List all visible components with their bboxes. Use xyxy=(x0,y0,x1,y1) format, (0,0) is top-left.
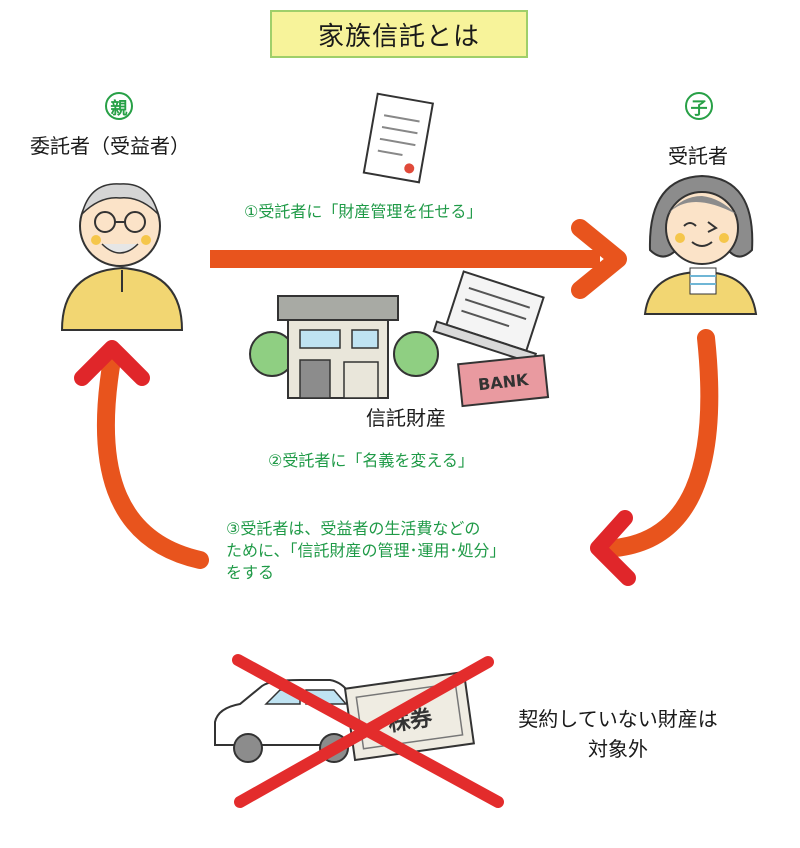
title-text: 家族信託とは xyxy=(317,21,480,52)
child-role-label: 受託者 xyxy=(668,144,728,168)
arrow-parent-to-child xyxy=(210,219,627,299)
step-3-text: ③受託者は、受益者の生活費などの ために、「信託財産の管理･運用･処分」 をする xyxy=(226,518,506,584)
parent-role-label: 委託者（受益者） xyxy=(30,134,190,158)
step-3-line-1: ③受託者は、受益者の生活費などの xyxy=(226,519,481,538)
parent-badge: 親 xyxy=(105,92,133,120)
cross-out-icon xyxy=(232,654,504,808)
document-icon xyxy=(362,92,435,184)
step-2-text: ②受託者に「名義を変える」 xyxy=(268,451,474,470)
excluded-line-2: 対象外 xyxy=(588,737,648,761)
arrow-back-to-parent xyxy=(74,340,209,569)
laptop-icon xyxy=(432,270,545,365)
woman-icon xyxy=(643,174,758,315)
child-badge: 子 xyxy=(685,92,713,120)
grandfather-icon xyxy=(60,183,184,331)
house-icon xyxy=(249,295,439,399)
arrow-child-curve xyxy=(590,329,719,586)
excluded-text: 契約していない財産は 対象外 xyxy=(478,704,758,764)
bank-card-icon: BANK xyxy=(457,354,550,408)
page-title: 家族信託とは xyxy=(270,10,528,58)
excluded-line-1: 契約していない財産は xyxy=(518,707,718,731)
step-3-line-2: ために、「信託財産の管理･運用･処分」 xyxy=(226,541,506,560)
step-1-text: ①受託者に「財産管理を任せる」 xyxy=(244,202,483,221)
step-3-line-3: をする xyxy=(226,563,275,582)
trust-assets-label: 信託財産 xyxy=(366,406,446,430)
